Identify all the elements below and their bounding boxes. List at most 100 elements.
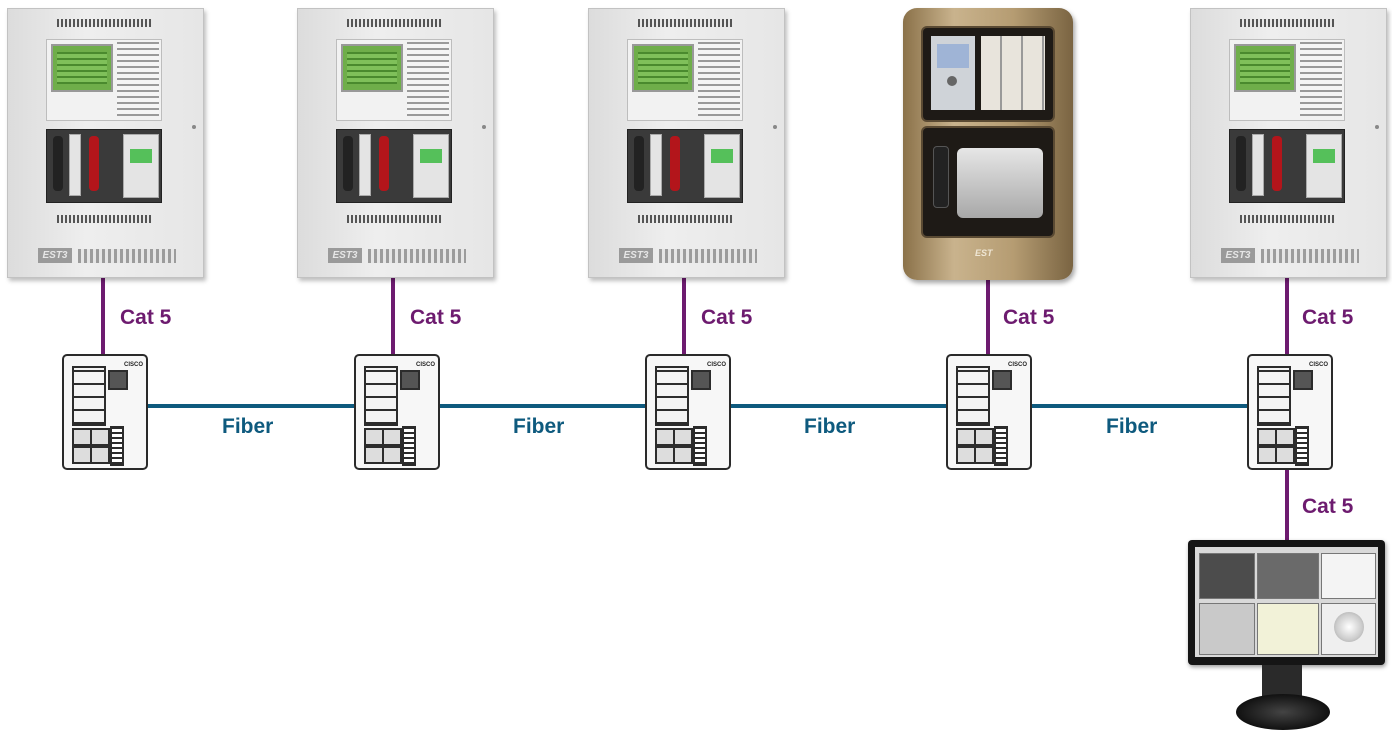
brand-logo: EST3 [328,248,362,263]
cat5-label-3: Cat 5 [701,306,752,330]
panel-vent [57,215,152,223]
network-switch: CISCO [62,354,148,470]
rj45-port [673,428,693,446]
panel-vent [57,19,152,27]
panel-vent [347,19,442,27]
rj45-port [1275,428,1295,446]
rj45-port [974,428,994,446]
amplifier-module [704,134,740,198]
panel-vent [347,215,442,223]
phone-handset-icon [53,136,63,191]
rj45-port [655,446,675,464]
phone-handset-icon [1236,136,1246,191]
led-column [698,42,712,116]
terminal-block [693,426,707,466]
cat5-label-6: Cat 5 [1302,495,1353,519]
phone-handset-icon [634,136,644,191]
fiber-label-4: Fiber [1106,415,1157,439]
est3-panel: EST3 [297,8,494,278]
module-card [359,134,371,196]
panel-display-door [627,39,743,121]
rj45-port [1257,428,1277,446]
rj45-port [655,428,675,446]
ethernet-ports [956,366,990,426]
lcd-screen [632,44,694,92]
vent-grid [78,249,176,263]
amplifier-module [413,134,449,198]
red-phone-icon [1272,136,1282,191]
red-phone-icon [670,136,680,191]
rj45-port [1275,446,1295,464]
ethernet-ports [364,366,398,426]
cat5-label-4: Cat 5 [1003,306,1054,330]
switch-logo: CISCO [416,362,435,368]
ethernet-ports [72,366,106,426]
rj45-port [956,428,976,446]
gold-display-module [931,36,975,110]
led-column [1328,42,1342,116]
brand-logo: EST3 [1221,248,1255,263]
event-list-pane [1257,603,1319,655]
door-lock [773,125,777,129]
led-column [131,42,145,116]
phone-handset-icon [933,146,949,208]
module-window [627,129,743,203]
switch-logo: CISCO [707,362,726,368]
rj45-port [382,446,402,464]
module-screen [1313,149,1335,163]
info-pane [1321,553,1376,599]
monitor-screen [1195,547,1378,657]
video-pane [1257,553,1319,599]
vent-grid [368,249,466,263]
rj45-port [364,446,384,464]
module-card [69,134,81,196]
terminal-block [110,426,124,466]
workstation-monitor [1188,540,1385,665]
rj45-port [72,446,92,464]
rj45-port [1257,446,1277,464]
sfp-port [992,370,1012,390]
gold-brand-logo: EST [975,248,993,258]
red-phone-icon [89,136,99,191]
rj45-port [364,428,384,446]
module-card [650,134,662,196]
rj45-port [974,446,994,464]
brand-bar: EST3 [38,247,178,265]
switch-logo: CISCO [1309,362,1328,368]
amplifier-module [123,134,159,198]
module-window [1229,129,1345,203]
rj45-port [90,428,110,446]
led-column [1300,42,1314,116]
rj45-port [382,428,402,446]
led-column [726,42,740,116]
ethernet-ports [1257,366,1291,426]
module-card [1252,134,1264,196]
gold-display-window [921,26,1055,122]
monitor-stand [1236,694,1330,730]
switch-logo: CISCO [124,362,143,368]
knob-icon [947,76,957,86]
printer-icon [957,148,1043,218]
module-screen [130,149,152,163]
gold-printer-window [921,126,1055,238]
cat5-label-1: Cat 5 [120,306,171,330]
vent-grid [659,249,757,263]
module-screen [711,149,733,163]
sfp-port [1293,370,1313,390]
red-phone-icon [379,136,389,191]
lcd-screen [1234,44,1296,92]
panel-display-door [336,39,452,121]
gold-lcd [937,44,969,68]
network-switch: CISCO [1247,354,1333,470]
led-column [117,42,131,116]
switch-logo: CISCO [1008,362,1027,368]
fiber-label-2: Fiber [513,415,564,439]
video-pane [1199,553,1255,599]
led-column [421,42,435,116]
amplifier-module [1306,134,1342,198]
brand-bar: EST3 [328,247,468,265]
module-window [46,129,162,203]
gold-led-modules [981,36,1045,110]
led-column [407,42,421,116]
est3-panel: EST3 [1190,8,1387,278]
